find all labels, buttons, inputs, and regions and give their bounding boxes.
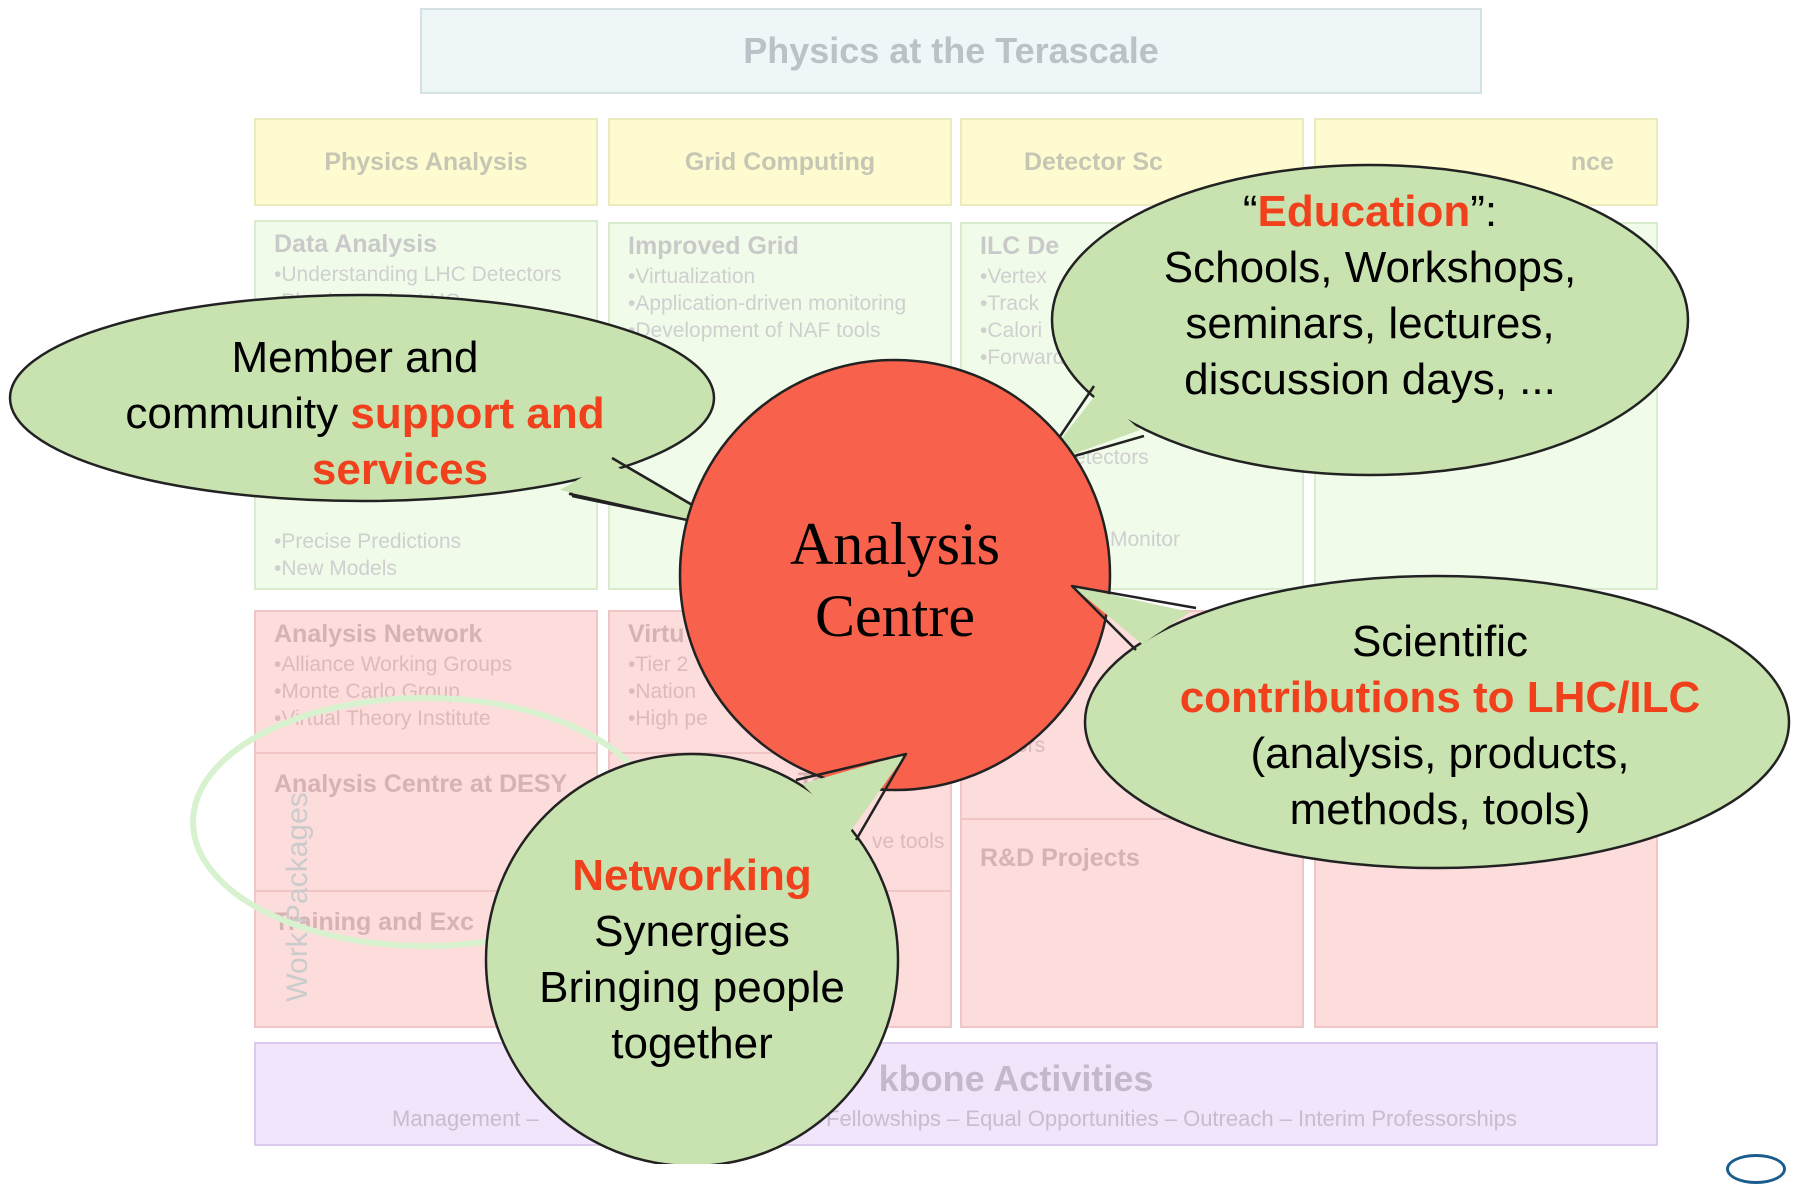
list-item: Virtualization (628, 263, 950, 290)
column-grid-computing: Grid Computing (608, 118, 952, 206)
wp-analysis-centre-desy-title: Analysis Centre at DESY (274, 770, 568, 798)
list-item: Application-driven monitoring (628, 290, 950, 317)
support-line-2-plain: community (125, 389, 351, 438)
scientific-bubble-text: Scientific contributions to LHC/ILC (ana… (1120, 614, 1760, 838)
wp-improved-grid-title: Improved Grid (628, 232, 799, 260)
education-line-2: Schools, Workshops, (1163, 243, 1577, 292)
centre-line-2: Centre (815, 583, 975, 649)
list-item: Virtual Theory Institute (274, 705, 596, 732)
education-line-4: discussion days, ... (1184, 355, 1556, 404)
backbone-items-right: Fellowships – Equal Opportunities – Outr… (826, 1106, 1517, 1131)
scientific-line-1: Scientific (1351, 617, 1529, 666)
list-item: Vertex (980, 263, 1302, 290)
networking-line-1-highlight: Networking (572, 851, 812, 900)
networking-line-3: Bringing people (539, 963, 845, 1012)
wp-virtu-title: Virtu (628, 620, 685, 648)
networking-line-4: together (611, 1019, 773, 1068)
support-line-2-highlight: support and (350, 389, 605, 438)
desy-logo-icon (1726, 1154, 1786, 1184)
list-item: New Models (274, 555, 461, 582)
list-item: Nation (628, 678, 950, 705)
wp-ilc-title: ILC De (980, 232, 1060, 260)
wp-rd-projects-title: R&D Projects (980, 844, 1140, 872)
support-line-1: Member and (231, 333, 479, 382)
education-bubble (1038, 163, 1690, 477)
education-quote-close: ”: (1470, 187, 1498, 236)
list-item: High pe (628, 705, 950, 732)
list-item: Tier 2 (628, 651, 950, 678)
support-bubble-text: Member and community support and service… (60, 330, 670, 498)
scientific-line-2-highlight: contributions to LHC/ILC (1179, 673, 1701, 722)
wp-data-analysis-title: Data Analysis (274, 230, 438, 258)
column-detector-label: Detector Sc (1024, 147, 1163, 176)
support-line-3-highlight: services (311, 445, 489, 494)
list-item: Development of NAF tools (628, 317, 950, 344)
list-item: Understanding LHC Detectors (274, 261, 596, 288)
column-fourth-label: nce (1570, 147, 1614, 176)
column-physics-analysis: Physics Analysis (254, 118, 598, 206)
education-highlight: Education (1257, 187, 1471, 236)
list-item: Precise Predictions (274, 528, 461, 555)
backbone-activities: kbone Activities Management – Fellowship… (254, 1042, 1658, 1146)
backbone-items-left: Management – (392, 1106, 539, 1131)
education-quote-open: “ (1242, 187, 1258, 236)
wp-analysis-network-title: Analysis Network (274, 620, 483, 648)
analysis-centre-text: Analysis Centre (720, 508, 1070, 652)
networking-bubble-text: Networking Synergies Bringing people tog… (492, 848, 892, 1072)
education-bubble-text: “Education”: Schools, Workshops, seminar… (1090, 184, 1650, 408)
list-item: Track (980, 290, 1302, 317)
education-line-3: seminars, lectures, (1185, 299, 1555, 348)
list-item: Alliance Working Groups (274, 651, 596, 678)
scientific-bubble (1070, 574, 1791, 870)
networking-bubble (484, 752, 908, 1164)
fragment-ve-tools: ve tools (872, 830, 945, 853)
fragment-monitor: Monitor (1110, 528, 1181, 551)
backbone-title: kbone Activities (878, 1058, 1154, 1099)
list-item: Forward (980, 344, 1302, 371)
scientific-line-4: methods, tools) (1289, 785, 1591, 834)
list-item: Calori (980, 317, 1302, 344)
centre-line-1: Analysis (790, 511, 1000, 577)
analysis-centre-circle (678, 358, 1112, 792)
scientific-line-3: (analysis, products, (1250, 729, 1630, 778)
diagram-title: Physics at the Terascale (420, 8, 1482, 94)
networking-line-2: Synergies (594, 907, 790, 956)
